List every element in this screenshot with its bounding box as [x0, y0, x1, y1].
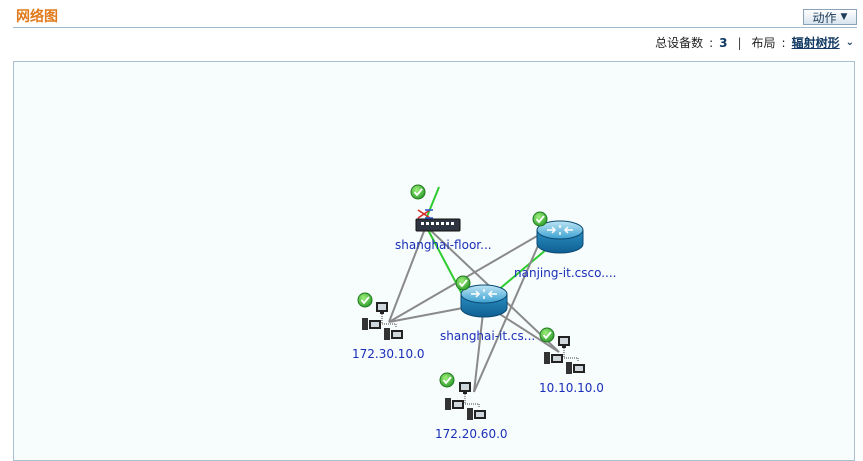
network-map-svg — [357, 184, 585, 420]
chevron-down-icon[interactable]: ⌄ — [845, 37, 854, 48]
link-nanjing-172-20 — [473, 231, 545, 393]
subnet-icon[interactable] — [544, 336, 585, 374]
caret-down-icon: ▼ — [840, 12, 848, 22]
total-devices-label: 总设备数 — [655, 36, 704, 50]
network-map-canvas[interactable]: shanghai-floor... nanjing-it.csco.... sh… — [13, 61, 855, 461]
page-title: 网络图 — [16, 9, 58, 25]
node-label-subnet-172-30[interactable]: 172.30.10.0 — [352, 347, 425, 361]
link-shanghai-172-20 — [473, 303, 485, 393]
status-ok-icon — [532, 211, 548, 227]
status-ok-icon — [357, 292, 373, 308]
router-icon[interactable] — [536, 220, 584, 254]
switch-icon[interactable] — [415, 209, 461, 232]
node-label-nanjing-router[interactable]: nanjing-it.csco.... — [514, 266, 617, 280]
action-dropdown-button[interactable]: 动作 ▼ — [803, 9, 857, 25]
status-ok-icon — [410, 184, 426, 200]
total-devices-count: 3 — [719, 35, 728, 50]
node-label-subnet-10-10[interactable]: 10.10.10.0 — [539, 381, 604, 395]
router-icon[interactable] — [460, 284, 508, 318]
separator: | — [737, 35, 742, 50]
subnet-icon[interactable] — [445, 382, 486, 420]
status-ok-icon — [439, 372, 455, 388]
title-bar: 网络图 动作 ▼ — [13, 5, 857, 28]
status-ok-icon — [539, 327, 555, 343]
layout-selector-link[interactable]: 辐射树形 — [791, 36, 840, 50]
info-bar: 总设备数: 3 | 布局: 辐射树形 ⌄ — [655, 35, 854, 51]
subnet-icon[interactable] — [362, 302, 403, 340]
status-ok-icon — [455, 275, 471, 291]
node-label-shanghai-router[interactable]: shanghai-it.cs... — [440, 329, 536, 343]
action-button-label: 动作 — [812, 10, 837, 25]
link-switch-172-30 — [388, 225, 427, 323]
link-switch-status — [425, 186, 440, 220]
node-label-switch[interactable]: shanghai-floor... — [395, 238, 492, 252]
layout-label: 布局 — [751, 36, 776, 50]
node-label-subnet-172-20[interactable]: 172.20.60.0 — [435, 427, 508, 441]
